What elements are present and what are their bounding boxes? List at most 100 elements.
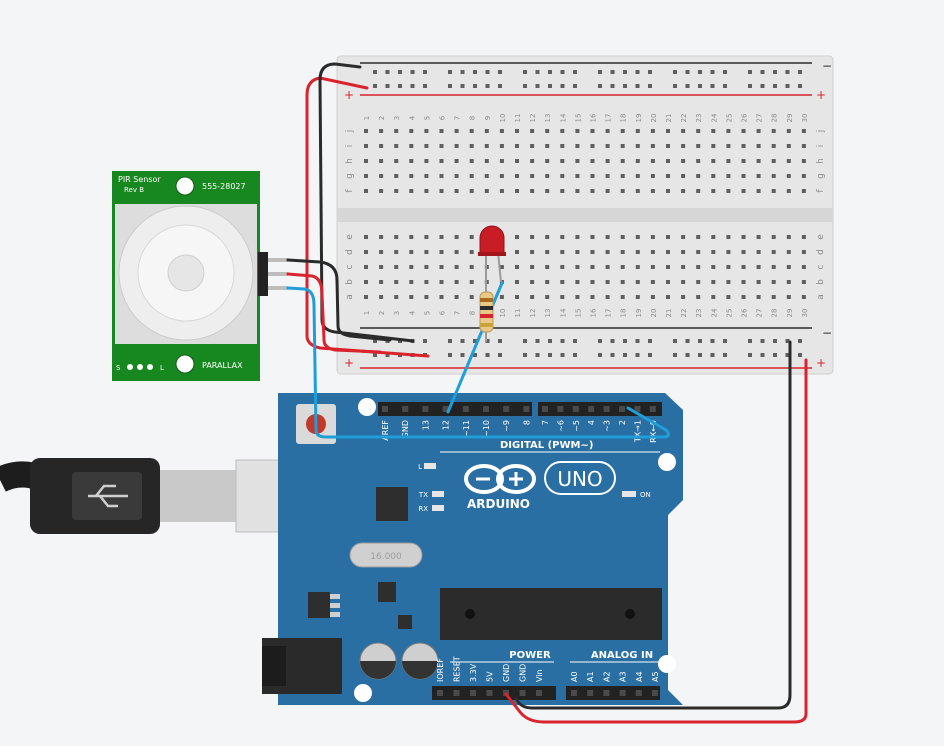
rail-hole[interactable]: [473, 353, 477, 357]
rail-hole[interactable]: [635, 84, 640, 88]
rail-hole[interactable]: [598, 70, 602, 74]
breadboard-hole[interactable]: [575, 129, 580, 133]
breadboard-hole[interactable]: [756, 250, 761, 254]
breadboard-hole[interactable]: [771, 265, 776, 269]
breadboard-hole[interactable]: [801, 280, 806, 284]
breadboard-hole[interactable]: [741, 189, 746, 193]
breadboard-hole[interactable]: [575, 159, 580, 163]
breadboard-hole[interactable]: [711, 159, 716, 163]
breadboard-hole[interactable]: [726, 280, 731, 284]
breadboard-hole[interactable]: [394, 129, 399, 133]
breadboard-hole[interactable]: [469, 159, 474, 163]
digital-right-pin[interactable]: [557, 406, 564, 412]
rail-hole[interactable]: [710, 70, 715, 74]
rail-hole[interactable]: [648, 339, 652, 343]
breadboard-hole[interactable]: [454, 144, 459, 148]
rail-hole[interactable]: [685, 84, 690, 88]
breadboard-hole[interactable]: [469, 250, 474, 254]
digital-right-pin[interactable]: [603, 406, 610, 412]
rail-hole[interactable]: [723, 70, 727, 74]
breadboard-hole[interactable]: [711, 280, 716, 284]
breadboard-hole[interactable]: [635, 174, 640, 178]
breadboard-hole[interactable]: [666, 295, 670, 299]
rail-hole[interactable]: [748, 339, 752, 343]
breadboard-hole[interactable]: [650, 295, 655, 299]
rail-hole[interactable]: [785, 84, 790, 88]
breadboard-hole[interactable]: [711, 189, 716, 193]
rail-hole[interactable]: [423, 84, 427, 88]
breadboard-hole[interactable]: [364, 129, 368, 133]
breadboard-hole[interactable]: [726, 144, 731, 148]
breadboard-hole[interactable]: [696, 174, 701, 178]
rail-hole[interactable]: [423, 70, 427, 74]
rail-hole[interactable]: [698, 353, 702, 357]
breadboard-hole[interactable]: [666, 174, 670, 178]
breadboard-hole[interactable]: [771, 250, 776, 254]
rail-hole[interactable]: [498, 84, 502, 88]
breadboard-hole[interactable]: [499, 174, 504, 178]
breadboard-hole[interactable]: [590, 144, 595, 148]
breadboard-hole[interactable]: [620, 129, 625, 133]
breadboard-hole[interactable]: [469, 235, 474, 239]
rail-hole[interactable]: [710, 339, 715, 343]
rail-hole[interactable]: [748, 70, 752, 74]
breadboard-hole[interactable]: [394, 235, 399, 239]
breadboard-hole[interactable]: [545, 265, 550, 269]
breadboard-hole[interactable]: [439, 235, 444, 239]
breadboard-hole[interactable]: [711, 129, 716, 133]
rail-hole[interactable]: [373, 339, 377, 343]
breadboard-hole[interactable]: [726, 174, 731, 178]
breadboard-hole[interactable]: [726, 159, 731, 163]
rail-hole[interactable]: [773, 353, 777, 357]
breadboard-hole[interactable]: [394, 280, 399, 284]
breadboard-hole[interactable]: [650, 144, 655, 148]
rail-hole[interactable]: [698, 339, 702, 343]
rail-hole[interactable]: [635, 353, 640, 357]
breadboard-hole[interactable]: [741, 144, 746, 148]
digital-right-pin[interactable]: [634, 406, 641, 412]
breadboard-hole[interactable]: [364, 174, 368, 178]
breadboard-hole[interactable]: [756, 159, 761, 163]
rail-hole[interactable]: [760, 339, 765, 343]
breadboard-hole[interactable]: [409, 174, 414, 178]
breadboard-hole[interactable]: [786, 144, 791, 148]
rail-hole[interactable]: [548, 339, 552, 343]
rail-hole[interactable]: [398, 84, 402, 88]
rail-hole[interactable]: [385, 84, 390, 88]
breadboard-hole[interactable]: [741, 174, 746, 178]
breadboard-hole[interactable]: [666, 265, 670, 269]
breadboard-hole[interactable]: [545, 235, 550, 239]
breadboard-hole[interactable]: [499, 144, 504, 148]
breadboard-hole[interactable]: [560, 280, 565, 284]
breadboard-hole[interactable]: [469, 280, 474, 284]
breadboard-hole[interactable]: [605, 235, 610, 239]
breadboard-hole[interactable]: [454, 159, 459, 163]
breadboard-hole[interactable]: [424, 159, 429, 163]
breadboard-hole[interactable]: [560, 189, 565, 193]
breadboard-hole[interactable]: [666, 189, 670, 193]
breadboard-hole[interactable]: [469, 265, 474, 269]
rail-hole[interactable]: [573, 70, 577, 74]
breadboard-hole[interactable]: [605, 144, 610, 148]
breadboard-hole[interactable]: [379, 174, 384, 178]
breadboard-hole[interactable]: [771, 159, 776, 163]
rail-hole[interactable]: [610, 70, 615, 74]
breadboard-hole[interactable]: [409, 144, 414, 148]
breadboard-hole[interactable]: [696, 189, 701, 193]
breadboard-hole[interactable]: [424, 250, 429, 254]
rail-hole[interactable]: [673, 70, 677, 74]
breadboard-hole[interactable]: [545, 159, 550, 163]
breadboard-hole[interactable]: [786, 189, 791, 193]
rail-hole[interactable]: [573, 353, 577, 357]
breadboard-hole[interactable]: [424, 189, 429, 193]
breadboard-hole[interactable]: [666, 280, 670, 284]
breadboard-hole[interactable]: [635, 159, 640, 163]
rail-hole[interactable]: [673, 84, 677, 88]
breadboard-hole[interactable]: [801, 235, 806, 239]
breadboard-hole[interactable]: [620, 159, 625, 163]
breadboard-hole[interactable]: [666, 129, 670, 133]
breadboard-hole[interactable]: [364, 250, 368, 254]
breadboard-hole[interactable]: [560, 265, 565, 269]
breadboard-hole[interactable]: [801, 129, 806, 133]
breadboard-hole[interactable]: [801, 189, 806, 193]
